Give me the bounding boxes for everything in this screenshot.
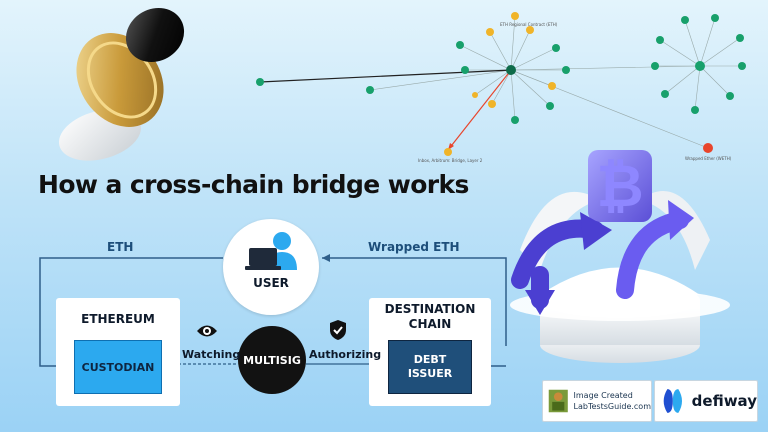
destination-title-line2: CHAIN: [408, 317, 452, 331]
credit-line2: LabTestsGuide.com: [573, 402, 651, 411]
watching-label: Watching: [182, 348, 241, 361]
debt-issuer-line2: ISSUER: [407, 367, 453, 380]
eye-icon: [197, 325, 217, 337]
coins-illustration: [58, 7, 185, 161]
eth-flow-label: ETH: [107, 240, 134, 254]
custodian-label: CUSTODIAN: [81, 360, 155, 374]
user-laptop-icon: [245, 232, 297, 270]
authorizing-label: Authorizing: [309, 348, 382, 361]
svg-text:₿: ₿: [596, 152, 643, 220]
graph-bottom-right-label: Wrapped Ether (WETH): [685, 156, 732, 161]
user-label: USER: [253, 276, 289, 290]
image-credit-badge: Image Created LabTestsGuide.com: [542, 380, 652, 422]
graph-top-label: ETH Regional Contract (ETH): [500, 22, 558, 27]
wrapped-eth-flow-label: Wrapped ETH: [368, 240, 460, 254]
debt-issuer-box: DEBT ISSUER: [388, 340, 472, 394]
multisig-label: MULTISIG: [243, 353, 301, 367]
destination-title-line1: DESTINATION: [384, 302, 476, 316]
ethereum-title: ETHEREUM: [81, 312, 155, 326]
shield-check-icon: [330, 320, 346, 340]
page-title: How a cross-chain bridge works: [38, 170, 469, 199]
transaction-network-graph: ETH Regional Contract (ETH) Inbox, Arbit…: [256, 12, 746, 163]
graph-bottom-left-label: Inbox, Arbitrum: Bridge, Layer 2: [418, 158, 483, 163]
destination-chain-title: DESTINATION CHAIN: [369, 302, 491, 332]
crypto-bridge-illustration: ₿: [510, 150, 730, 363]
lab-mascot-icon: [548, 389, 568, 413]
credit-line1: Image Created: [573, 391, 633, 400]
debt-issuer-line1: DEBT: [413, 353, 447, 366]
custodian-box: CUSTODIAN: [74, 340, 162, 394]
brand-name: defiway: [691, 392, 757, 410]
defiway-logo-icon: [663, 389, 683, 413]
multisig-node: MULTISIG: [238, 326, 306, 394]
defiway-brand-badge: defiway: [654, 380, 758, 422]
